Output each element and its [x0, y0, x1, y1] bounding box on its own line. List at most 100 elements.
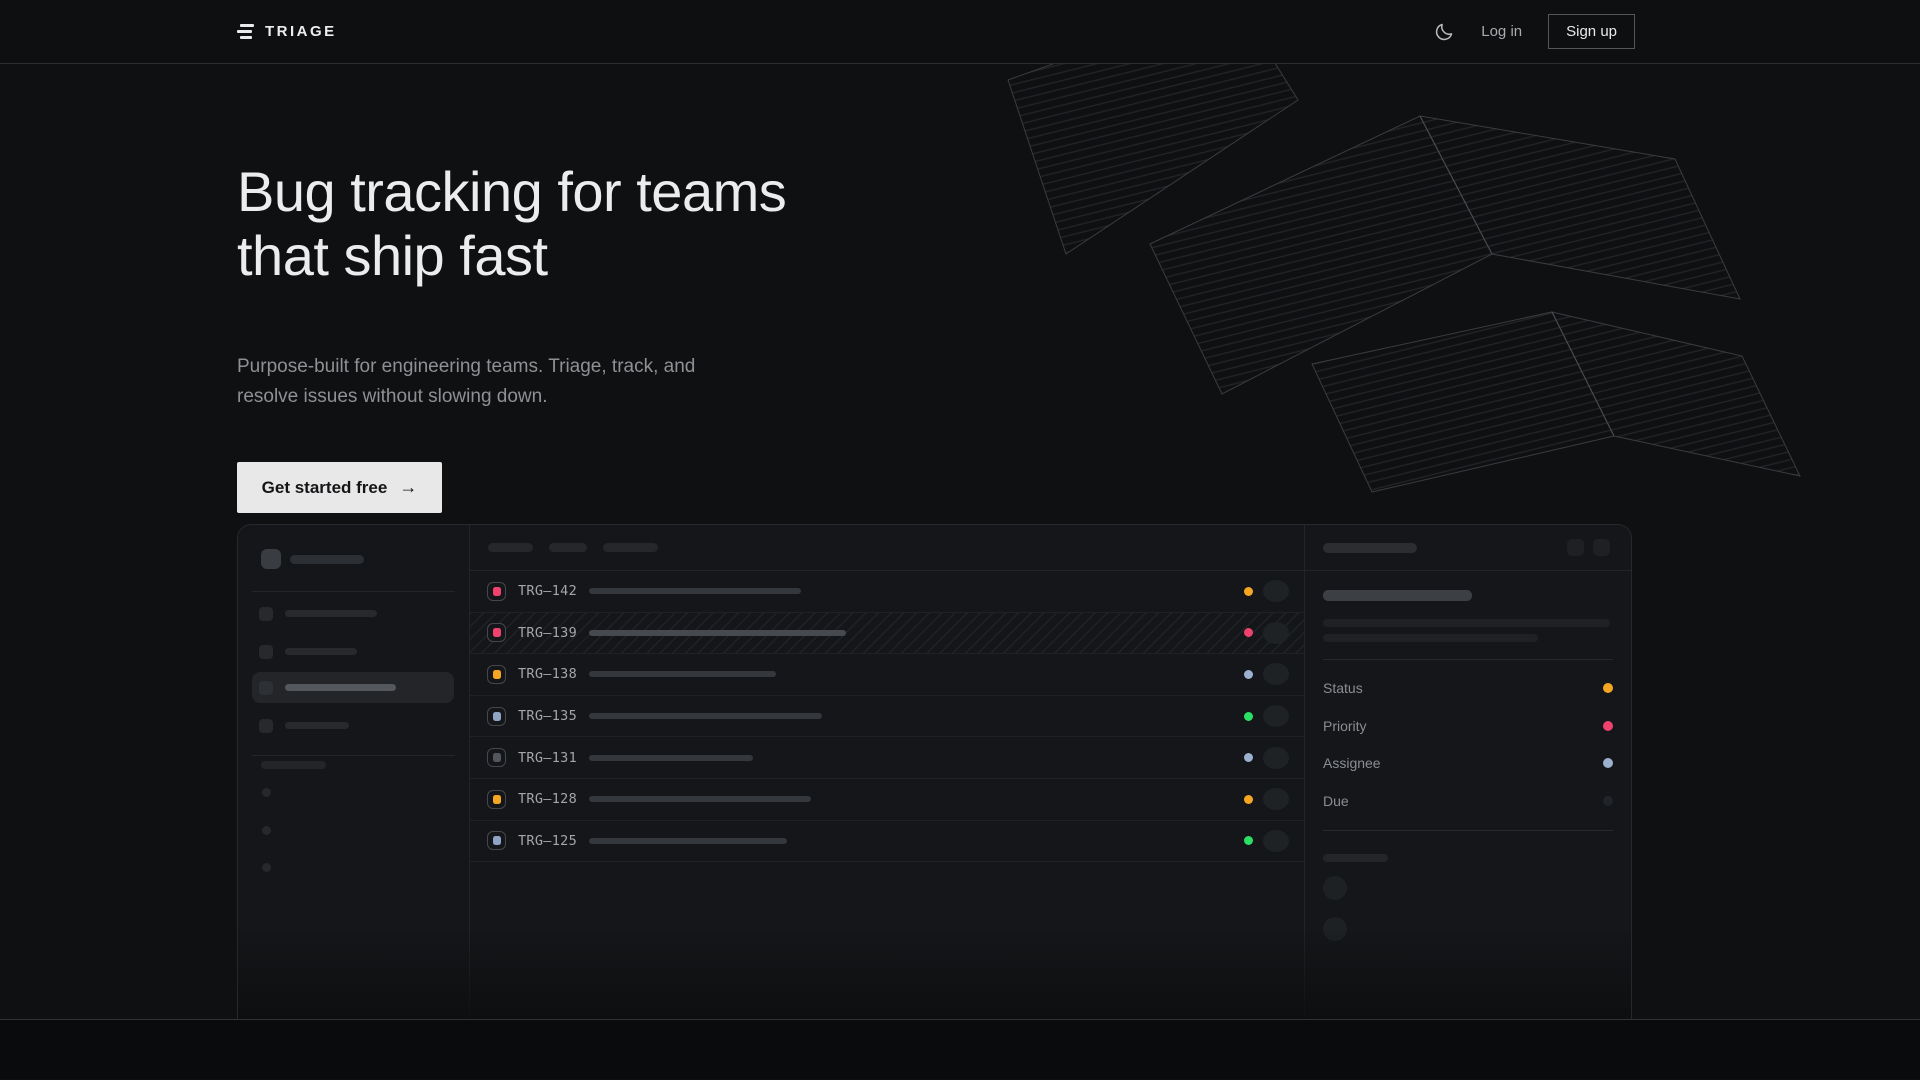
issue-title-skeleton [589, 629, 846, 636]
detail-header-skeleton [1323, 542, 1417, 553]
detail-field-assignee: Assignee [1323, 753, 1613, 773]
detail-divider [1323, 659, 1613, 660]
hero-title-line2: that ship fast [237, 224, 548, 287]
issue-id: TRG–128 [518, 791, 577, 808]
sidebar-nav-item[interactable] [252, 710, 454, 741]
issue-title-skeleton [589, 671, 776, 678]
activity-avatar-placeholder [1323, 917, 1347, 941]
get-started-button[interactable]: Get started free → [237, 462, 442, 513]
assignee-avatar [1263, 663, 1289, 686]
issue-type-icon [487, 581, 506, 601]
sidebar-nav-item[interactable] [252, 598, 454, 629]
status-dot [1244, 794, 1253, 804]
issue-id: TRG–125 [518, 832, 577, 849]
field-value-dot[interactable] [1603, 796, 1613, 806]
sidebar-dot-item [262, 788, 271, 797]
issue-row[interactable]: TRG–139 [470, 612, 1304, 655]
arrow-right-icon: → [399, 477, 418, 497]
field-label: Status [1323, 680, 1363, 696]
sidebar-divider [252, 591, 455, 592]
hero-title-line1: Bug tracking for teams [237, 160, 787, 223]
assignee-avatar [1263, 580, 1289, 603]
issue-id: TRG–139 [518, 624, 577, 641]
signup-button[interactable]: Sign up [1548, 14, 1635, 49]
issue-list-header [470, 525, 1304, 571]
issue-row[interactable]: TRG–135 [470, 696, 1304, 738]
issue-title-skeleton [589, 754, 753, 761]
field-value-dot[interactable] [1603, 683, 1613, 693]
issue-type-icon [487, 623, 506, 643]
nav-actions: Log in Sign up [1433, 14, 1635, 49]
issue-row[interactable]: TRG–131 [470, 737, 1304, 779]
detail-title-skeleton [1323, 590, 1472, 601]
issue-title-skeleton [589, 796, 811, 803]
hero-subtitle-line2: resolve issues without slowing down. [237, 386, 548, 407]
issue-type-icon [487, 789, 506, 809]
field-value-dot[interactable] [1603, 758, 1613, 768]
detail-action-button[interactable] [1593, 539, 1610, 556]
footer [0, 1020, 1920, 1079]
issue-detail-panel: Status Priority Assignee Due [1305, 525, 1631, 1019]
list-tab-skeleton [603, 543, 658, 552]
issue-row[interactable]: TRG–142 [470, 571, 1304, 613]
sidebar-dot-item [262, 863, 271, 872]
sidebar-nav-item-active[interactable] [252, 672, 454, 703]
issue-type-icon [487, 748, 506, 768]
hero-section: Bug tracking for teams that ship fast Pu… [0, 64, 1920, 1020]
issue-row[interactable]: TRG–138 [470, 654, 1304, 696]
sidebar-dot-item [262, 826, 271, 835]
issue-type-icon [487, 706, 506, 726]
status-dot [1244, 628, 1253, 638]
dark-mode-moon-icon[interactable] [1433, 21, 1455, 43]
assignee-avatar [1263, 621, 1289, 644]
field-value-dot[interactable] [1603, 721, 1613, 731]
issue-title-skeleton [589, 837, 787, 844]
status-dot [1244, 753, 1253, 763]
hero-subtitle: Purpose-built for engineering teams. Tri… [237, 352, 695, 412]
assignee-avatar [1263, 746, 1289, 769]
brand-name: TRIAGE [265, 23, 337, 40]
issue-row[interactable]: TRG–128 [470, 779, 1304, 821]
detail-field-status: Status [1323, 678, 1613, 698]
detail-text-skeleton [1323, 634, 1538, 642]
issue-title-skeleton [589, 588, 801, 595]
issue-type-icon [487, 664, 506, 684]
assignee-avatar [1263, 705, 1289, 728]
activity-avatar-placeholder [1323, 876, 1347, 900]
issue-title-skeleton [589, 713, 822, 720]
status-dot [1244, 669, 1253, 679]
hero-subtitle-line1: Purpose-built for engineering teams. Tri… [237, 356, 696, 377]
detail-divider [1323, 830, 1613, 831]
issue-id: TRG–142 [518, 583, 577, 600]
assignee-avatar [1263, 829, 1289, 852]
status-dot [1244, 586, 1253, 596]
detail-action-button[interactable] [1567, 539, 1584, 556]
sidebar-section-skeleton [261, 761, 326, 769]
sidebar-divider [252, 755, 455, 756]
sidebar-nav-item[interactable] [252, 636, 454, 667]
field-label: Due [1323, 793, 1349, 809]
issue-id: TRG–131 [518, 749, 577, 766]
issue-type-icon [487, 831, 506, 851]
top-navbar: TRIAGE Log in Sign up [0, 0, 1920, 64]
issue-list: TRG–142 TRG–139 TRG–138 TRG–135 [470, 525, 1305, 1019]
detail-field-due: Due [1323, 791, 1613, 811]
detail-text-skeleton [1323, 619, 1610, 627]
status-dot [1244, 836, 1253, 846]
list-tab-skeleton [549, 543, 587, 552]
detail-header [1305, 525, 1631, 571]
field-label: Assignee [1323, 755, 1381, 771]
workspace-avatar-placeholder [261, 549, 281, 569]
detail-field-priority: Priority [1323, 716, 1613, 736]
hero-title: Bug tracking for teams that ship fast [237, 160, 787, 288]
app-mockup-card: TRG–142 TRG–139 TRG–138 TRG–135 [237, 524, 1632, 1019]
triage-logo-icon [237, 23, 254, 40]
brand-logo[interactable]: TRIAGE [237, 23, 337, 40]
assignee-avatar [1263, 788, 1289, 811]
login-link[interactable]: Log in [1481, 23, 1523, 40]
workspace-name-skeleton [290, 555, 364, 564]
issue-row[interactable]: TRG–125 [470, 821, 1304, 863]
status-dot [1244, 711, 1253, 721]
detail-section-skeleton [1323, 854, 1388, 862]
get-started-label: Get started free [261, 477, 388, 497]
